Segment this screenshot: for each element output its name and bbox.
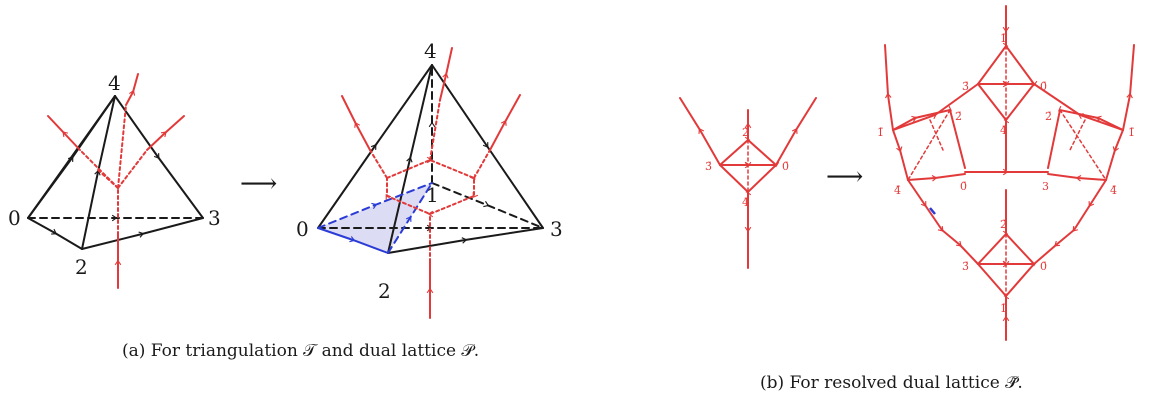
node-label-bot-right: 0̄: [1040, 260, 1047, 273]
tetrahedron-right: 0 1 2 3 4: [296, 39, 563, 319]
caption-b: (b) For resolved dual lattice 𝒫̃.: [760, 373, 1023, 393]
node-label-left: 3̄: [705, 160, 712, 173]
node-label-mid-right: 3: [1042, 180, 1049, 193]
tetrahedron-left: 0 2 3 4: [8, 71, 221, 289]
node-label-bottom: 4̄: [742, 196, 749, 209]
vertex-label-3b: 3: [550, 217, 563, 241]
node-label-top-right: 0̄: [1040, 80, 1047, 93]
node-label-right: 0̄: [782, 160, 789, 173]
vertex-label-4: 4: [108, 71, 121, 95]
vertex-label-1b: 1: [426, 183, 439, 207]
node-label-right-bottom: 4̄: [1110, 184, 1117, 197]
node-label-bot-top: 2̄: [1000, 218, 1007, 231]
node-label-top-bottom: 4̄: [1000, 124, 1007, 137]
arrow-a: ⟶: [240, 169, 277, 199]
node-label-left-inner: 2̄: [955, 110, 962, 123]
node-label-left-outer: 1̄: [877, 126, 884, 139]
vertex-label-0b: 0: [296, 217, 309, 241]
vertex-label-3: 3: [208, 206, 221, 230]
caption-a: (a) For triangulation 𝒯 and dual lattice…: [122, 341, 479, 361]
resolved-lattice-labels: 1̄ 3̄ 0̄ 4̄ 1̄ 2̄ 4̄ 2̄ 1̄ 4̄ 0̄ 3 2̄ 3̄…: [877, 32, 1135, 315]
node-label-mid-left: 0̄: [960, 180, 967, 193]
vertex-label-0: 0: [8, 206, 21, 230]
vertex-label-2: 2: [75, 255, 88, 279]
node-label-top-top: 1̄: [1000, 32, 1007, 45]
resolved-lattice: [884, 5, 1135, 341]
vertex-label-2b: 2: [378, 279, 391, 303]
node-label-right-outer: 1̄: [1128, 126, 1135, 139]
node-label-top-left: 3̄: [962, 80, 969, 93]
resolved-cell-left: 2̄ 3̄ 0̄ 4̄: [679, 97, 817, 269]
blue-marker: [929, 207, 936, 215]
arrow-b: ⟶: [826, 162, 863, 192]
node-label-top: 2̄: [742, 126, 749, 139]
node-label-left-bottom: 4̄: [894, 184, 901, 197]
node-label-bot-bottom: 1̄: [1000, 302, 1007, 315]
node-label-right-inner: 2̄: [1045, 110, 1052, 123]
node-label-bot-left: 3̄: [962, 260, 969, 273]
vertex-label-4b: 4: [424, 39, 437, 63]
